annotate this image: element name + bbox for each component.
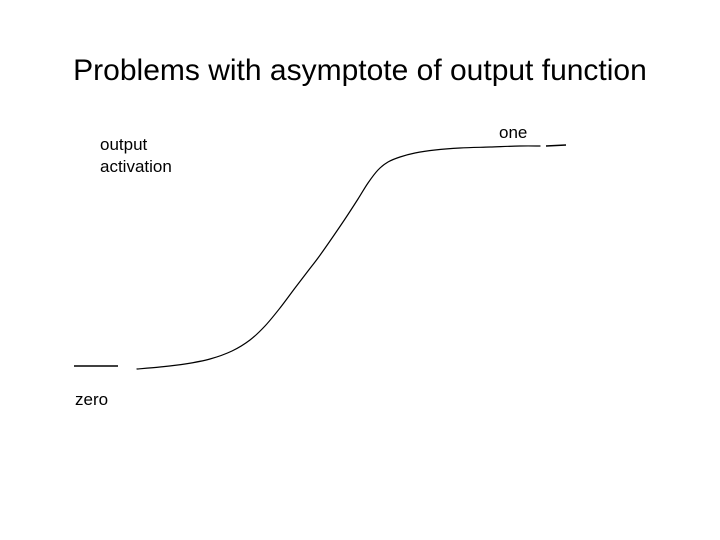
y-axis-label: output activation (100, 135, 172, 176)
lower-asymptote-label: zero (75, 390, 109, 409)
page-title: Problems with asymptote of output functi… (73, 54, 647, 87)
upper-asymptote-label: one (499, 123, 528, 142)
upper-asymptote-dash (545, 144, 567, 147)
sigmoid-curve (136, 145, 541, 370)
asymptote-dashes (74, 144, 567, 367)
